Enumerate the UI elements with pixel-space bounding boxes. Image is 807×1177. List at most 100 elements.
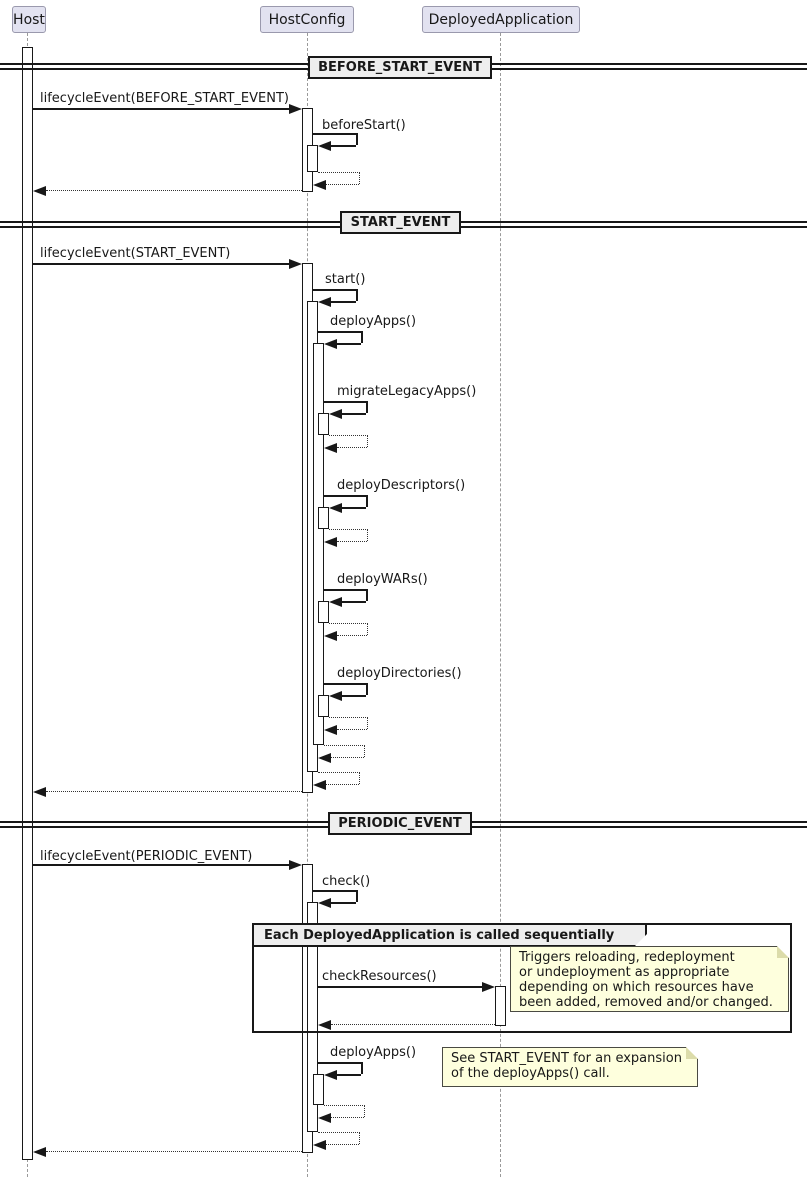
participant-host-label: Host bbox=[13, 11, 45, 28]
arrowhead bbox=[329, 597, 342, 607]
message-label: check() bbox=[322, 874, 371, 889]
self-call-line bbox=[342, 413, 366, 415]
self-call-line bbox=[324, 683, 368, 685]
return-line bbox=[329, 623, 368, 624]
self-call-line bbox=[318, 1062, 363, 1064]
participant-deployedapplication-label: DeployedApplication bbox=[428, 11, 574, 28]
activation-bar-host bbox=[22, 47, 33, 1160]
self-call-line bbox=[366, 401, 368, 413]
arrowhead bbox=[33, 787, 46, 797]
activation-bar-nested bbox=[313, 343, 324, 745]
note-fold-icon bbox=[686, 1047, 698, 1059]
return-line bbox=[337, 541, 367, 542]
return-line bbox=[326, 1144, 359, 1145]
message-label: lifecycleEvent(START_EVENT) bbox=[40, 246, 231, 261]
divider-periodic-event: PERIODIC_EVENT bbox=[328, 812, 472, 835]
activation-bar-nested bbox=[318, 413, 329, 435]
arrowhead bbox=[313, 1140, 326, 1150]
self-call-line bbox=[331, 301, 356, 303]
return-line bbox=[367, 623, 368, 635]
divider-label: BEFORE_START_EVENT bbox=[318, 60, 482, 75]
arrowhead bbox=[33, 186, 46, 196]
participant-deployedapplication: DeployedApplication bbox=[422, 6, 580, 33]
self-call-line bbox=[331, 902, 356, 904]
activation-bar-nested bbox=[313, 1074, 324, 1105]
return-line bbox=[364, 745, 365, 757]
return-line bbox=[337, 729, 367, 730]
divider-start-event: START_EVENT bbox=[340, 211, 461, 234]
group-header-label: Each DeployedApplication is called seque… bbox=[264, 928, 615, 943]
arrowhead bbox=[313, 180, 326, 190]
note-line: of the deployApps() call. bbox=[451, 1066, 610, 1081]
return-line bbox=[318, 172, 360, 173]
return-line bbox=[331, 1024, 495, 1025]
return-line bbox=[331, 757, 364, 758]
return-line bbox=[329, 435, 368, 436]
arrowhead bbox=[482, 982, 495, 992]
return-line bbox=[359, 772, 360, 784]
activation-bar-nested bbox=[307, 145, 318, 172]
divider-label: START_EVENT bbox=[350, 215, 451, 230]
return-line bbox=[324, 1105, 365, 1106]
self-call-line bbox=[342, 601, 366, 603]
arrowhead bbox=[318, 898, 331, 908]
message-label: migrateLegacyApps() bbox=[337, 384, 477, 399]
self-call-line bbox=[324, 401, 368, 403]
arrowhead bbox=[324, 631, 337, 641]
return-line bbox=[318, 772, 360, 773]
arrowhead bbox=[324, 339, 337, 349]
arrowhead bbox=[329, 503, 342, 513]
arrowhead bbox=[318, 1020, 331, 1030]
message-label: lifecycleEvent(PERIODIC_EVENT) bbox=[40, 849, 253, 864]
note-deploy-apps: See START_EVENT for an expansion of the … bbox=[442, 1047, 698, 1087]
return-line bbox=[326, 184, 359, 185]
activation-bar-nested bbox=[318, 507, 329, 529]
activation-bar-nested bbox=[318, 695, 329, 717]
arrowhead bbox=[318, 297, 331, 307]
message-label: deployApps() bbox=[330, 314, 417, 329]
return-line bbox=[324, 745, 365, 746]
message-label: lifecycleEvent(BEFORE_START_EVENT) bbox=[40, 91, 289, 106]
return-line bbox=[337, 447, 367, 448]
return-line bbox=[359, 1132, 360, 1144]
self-call-line bbox=[342, 507, 366, 509]
arrowhead bbox=[318, 1113, 331, 1123]
arrowhead bbox=[324, 537, 337, 547]
group-frame: Each DeployedApplication is called seque… bbox=[252, 923, 792, 1033]
note-line: depending on which resources have bbox=[519, 980, 754, 995]
arrowhead bbox=[324, 443, 337, 453]
message-label: deployDirectories() bbox=[337, 666, 462, 681]
message-label: deployApps() bbox=[330, 1045, 417, 1060]
divider-label: PERIODIC_EVENT bbox=[338, 816, 462, 831]
lifeline-deployedapplication bbox=[500, 33, 501, 1177]
participant-host: Host bbox=[12, 6, 46, 33]
return-line bbox=[367, 717, 368, 729]
arrow-line bbox=[318, 986, 482, 988]
self-call-line bbox=[318, 331, 363, 333]
self-call-line bbox=[356, 133, 358, 145]
arrow-line bbox=[33, 108, 289, 110]
self-call-line bbox=[366, 683, 368, 695]
activation-bar-deployedapplication bbox=[495, 986, 506, 1026]
message-label: deployWARs() bbox=[337, 572, 428, 587]
note-line: or undeployment as appropriate bbox=[519, 965, 730, 980]
return-line bbox=[46, 791, 302, 792]
return-line bbox=[337, 635, 367, 636]
return-line bbox=[367, 529, 368, 541]
self-call-line bbox=[366, 495, 368, 507]
self-call-line bbox=[356, 890, 358, 902]
note-line: been added, removed and/or changed. bbox=[519, 995, 773, 1010]
return-line bbox=[364, 1105, 365, 1117]
arrowhead bbox=[289, 259, 302, 269]
arrow-line bbox=[33, 263, 289, 265]
self-call-line bbox=[361, 1062, 363, 1074]
arrowhead bbox=[329, 409, 342, 419]
arrowhead bbox=[289, 860, 302, 870]
participant-hostconfig-label: HostConfig bbox=[268, 11, 346, 28]
self-call-line bbox=[356, 289, 358, 301]
arrowhead bbox=[329, 691, 342, 701]
message-label: beforeStart() bbox=[322, 118, 406, 133]
arrowhead bbox=[313, 780, 326, 790]
self-call-line bbox=[331, 145, 356, 147]
self-call-line bbox=[366, 589, 368, 601]
